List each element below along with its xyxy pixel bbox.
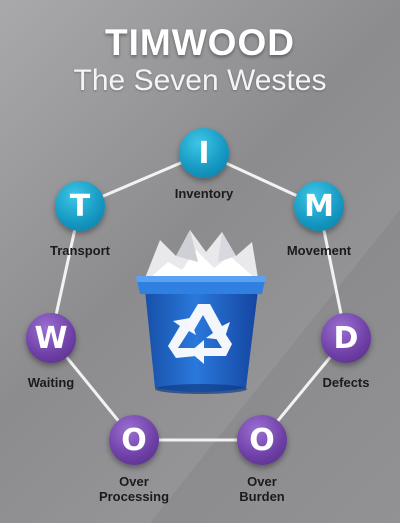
poster-title: TIMWOOD	[105, 22, 295, 63]
movement-letter-icon: M	[294, 181, 344, 231]
over-burden-label: Over Burden	[239, 474, 285, 504]
inventory-label: Inventory	[174, 186, 234, 201]
over-processing-letter-icon: O	[109, 415, 159, 465]
waiting-label: Waiting	[27, 375, 75, 390]
defects-label: Defects	[322, 375, 370, 390]
inventory-letter-icon: I	[179, 128, 229, 178]
waiting-letter-icon: W	[26, 313, 76, 363]
transport-letter-icon: T	[55, 181, 105, 231]
defects-letter-icon: D	[321, 313, 371, 363]
transport-label: Transport	[50, 243, 110, 258]
crumpled-paper	[145, 230, 258, 278]
movement-label: Movement	[286, 243, 352, 258]
poster-subtitle: The Seven Westes	[73, 64, 327, 97]
over-processing-label: Over Processing	[98, 474, 170, 504]
over-burden-letter-icon: O	[237, 415, 287, 465]
